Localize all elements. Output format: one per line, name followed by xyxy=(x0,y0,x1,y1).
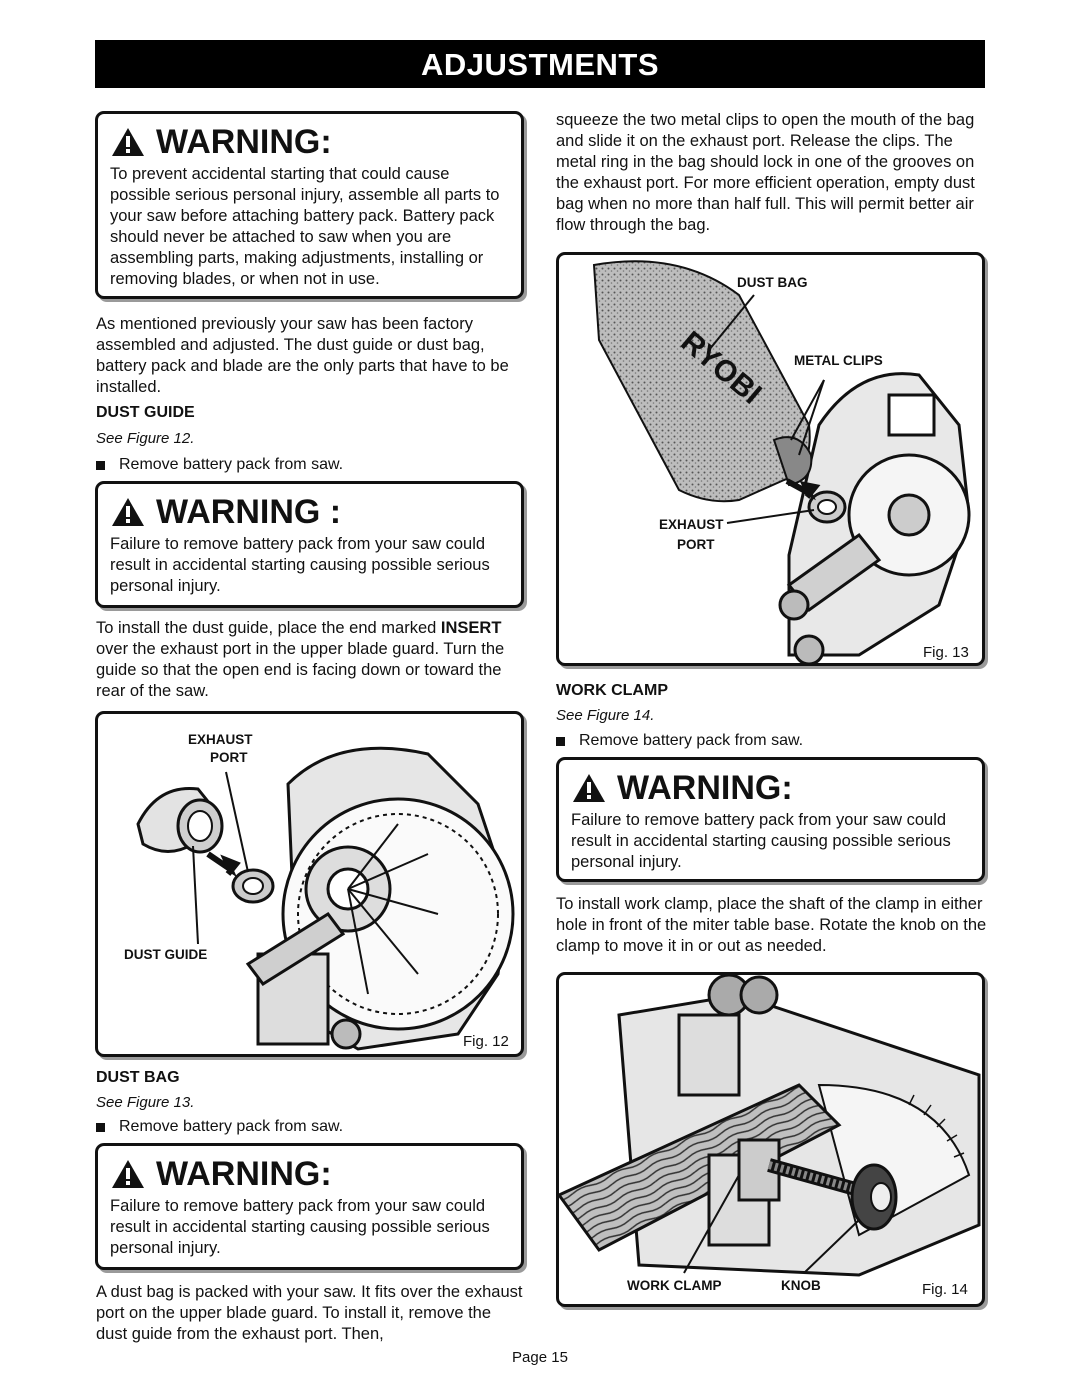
fig13-label-port: PORT xyxy=(677,537,715,552)
saw-dust-guide-illustration xyxy=(136,746,515,1051)
warning-text-dust-guide: Failure to remove battery pack from your… xyxy=(110,535,490,595)
work-clamp-heading: WORK CLAMP xyxy=(556,682,668,699)
bullet-square-icon xyxy=(556,736,565,746)
saw-work-clamp-illustration xyxy=(559,975,981,1277)
warning-heading: WARNING : xyxy=(110,490,509,534)
dust-guide-text-1: To install the dust guide, place the end… xyxy=(96,619,441,637)
intro-paragraph: As mentioned previously your saw has bee… xyxy=(96,315,509,396)
warning-heading: WARNING: xyxy=(571,766,970,810)
warning-triangle-icon xyxy=(112,1160,144,1188)
warning-box-work-clamp: WARNING: Failure to remove battery pack … xyxy=(556,757,985,882)
warning-box-assembly: WARNING: To prevent accidental starting … xyxy=(95,111,524,299)
fig13-label-dust-bag: DUST BAG xyxy=(737,275,808,290)
warning-text-work-clamp: Failure to remove battery pack from your… xyxy=(571,811,951,871)
warning-box-dust-bag: WARNING: Failure to remove battery pack … xyxy=(95,1143,524,1270)
fig12-number: Fig. 12 xyxy=(463,1033,509,1050)
fig12-label-port: PORT xyxy=(210,750,248,765)
warning-label: WARNING: xyxy=(156,1154,332,1193)
fig13-number: Fig. 13 xyxy=(923,644,969,661)
warning-label: WARNING : xyxy=(156,492,342,531)
fig14-label-knob: KNOB xyxy=(781,1278,821,1293)
dust-bag-instructions: A dust bag is packed with your saw. It f… xyxy=(96,1283,523,1343)
dust-bag-see-figure: See Figure 13. xyxy=(96,1094,195,1111)
warning-text-dust-bag: Failure to remove battery pack from your… xyxy=(110,1197,490,1257)
insert-keyword: INSERT xyxy=(440,619,502,637)
bullet-square-icon xyxy=(96,460,105,470)
fig14-label-work-clamp: WORK CLAMP xyxy=(627,1278,722,1293)
dust-guide-heading: DUST GUIDE xyxy=(96,404,195,421)
fig12-label-dust-guide: DUST GUIDE xyxy=(124,947,208,962)
warning-box-dust-guide: WARNING : Failure to remove battery pack… xyxy=(95,481,524,608)
saw-dust-bag-illustration: RYOBI xyxy=(592,260,971,663)
dust-bag-heading: DUST BAG xyxy=(96,1069,180,1086)
page-banner-title: ADJUSTMENTS xyxy=(95,40,985,88)
fig13-label-metal-clips: METAL CLIPS xyxy=(794,353,883,368)
figure-14: WORK CLAMP KNOB Fig. 14 xyxy=(556,972,985,1307)
dust-bag-bullet: Remove battery pack from saw. xyxy=(96,1118,343,1136)
warning-triangle-icon xyxy=(112,128,144,156)
fig13-label-exhaust: EXHAUST xyxy=(659,517,724,532)
fig12-label-exhaust: EXHAUST xyxy=(188,732,253,747)
dust-guide-see-figure: See Figure 12. xyxy=(96,430,195,447)
warning-triangle-icon xyxy=(112,498,144,526)
work-clamp-bullet-text: Remove battery pack from saw. xyxy=(579,732,804,749)
dust-bag-bullet-text: Remove battery pack from saw. xyxy=(119,1118,344,1135)
figure-13: RYOBI DUST BAG METAL CLIPS EXHAUST PORT … xyxy=(556,252,985,666)
warning-heading: WARNING: xyxy=(110,120,509,164)
work-clamp-bullet: Remove battery pack from saw. xyxy=(556,732,803,750)
bullet-square-icon xyxy=(96,1122,105,1132)
warning-label: WARNING: xyxy=(617,768,793,807)
dust-guide-instructions: To install the dust guide, place the end… xyxy=(96,618,524,702)
work-clamp-see-figure: See Figure 14. xyxy=(556,707,655,724)
fig14-number: Fig. 14 xyxy=(922,1281,968,1298)
dust-guide-bullet: Remove battery pack from saw. xyxy=(96,456,343,474)
warning-heading: WARNING: xyxy=(110,1152,509,1196)
dust-bag-instructions-continued: squeeze the two metal clips to open the … xyxy=(556,111,975,234)
warning-label: WARNING: xyxy=(156,122,332,161)
dust-guide-text-2: over the exhaust port in the upper blade… xyxy=(96,640,505,700)
work-clamp-instructions: To install work clamp, place the shaft o… xyxy=(556,895,987,955)
warning-text-assembly: To prevent accidental starting that coul… xyxy=(110,165,500,288)
dust-guide-bullet-text: Remove battery pack from saw. xyxy=(119,456,344,473)
figure-12: EXHAUST PORT DUST GUIDE Fig. 12 xyxy=(95,711,524,1057)
warning-triangle-icon xyxy=(573,774,605,802)
page-number: Page 15 xyxy=(512,1349,568,1366)
